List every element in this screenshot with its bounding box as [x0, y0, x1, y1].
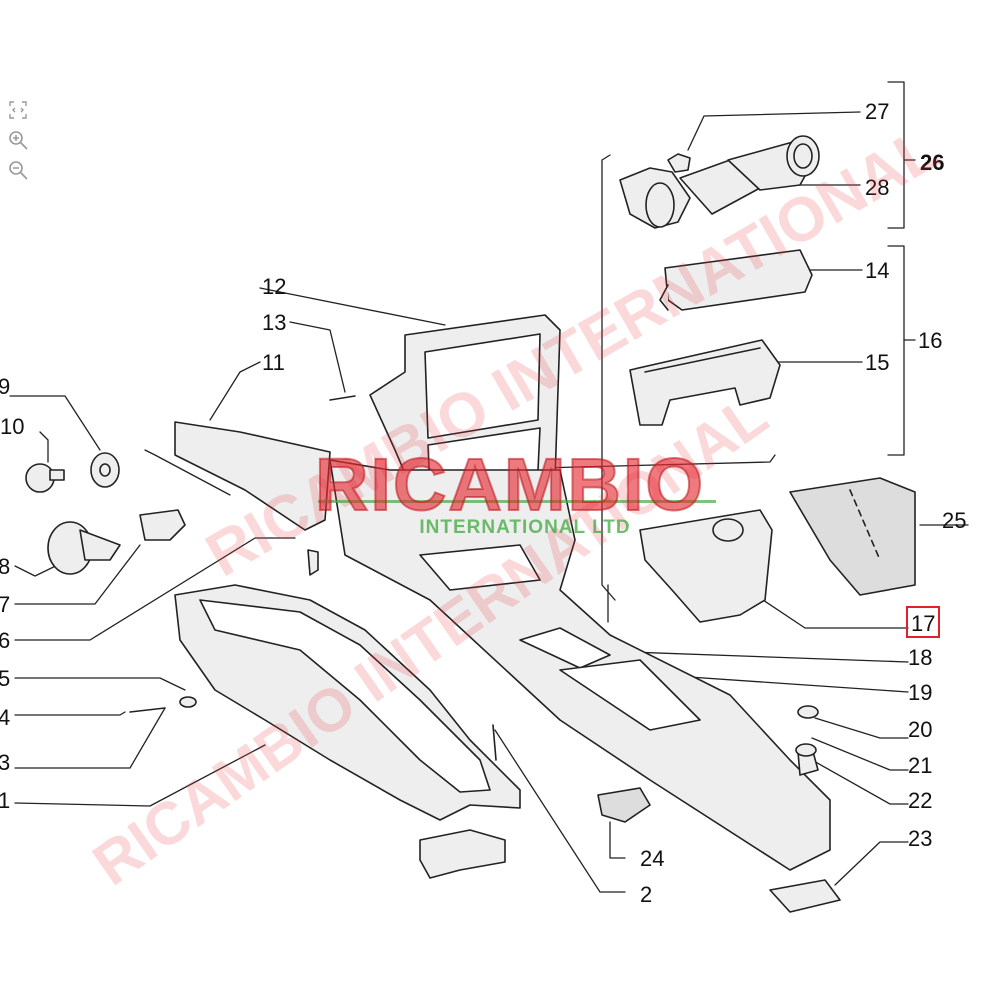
gate-cover-part	[789, 477, 916, 596]
callout-7: 7	[0, 592, 10, 617]
callout-14: 14	[865, 258, 889, 283]
gear-boot-part	[639, 509, 773, 623]
callout-labels: 27 28 26 14 15 16 12 13 11 9 10 8 7 6 5 …	[0, 99, 966, 907]
watermark-line	[318, 500, 716, 503]
callout-2: 2	[640, 882, 652, 907]
callout-8: 8	[0, 554, 10, 579]
callout-25: 25	[942, 508, 966, 533]
ashtray-lid-part	[659, 249, 813, 311]
cigar-lighter-assembly	[619, 135, 820, 229]
fit-screen-icon[interactable]	[6, 98, 30, 122]
callout-19: 19	[908, 680, 932, 705]
callout-1: 1	[0, 788, 10, 813]
callout-17: 17	[911, 611, 935, 636]
callout-23: 23	[908, 826, 932, 851]
callout-26: 26	[920, 150, 944, 175]
callout-16: 16	[918, 328, 942, 353]
bracket-part	[419, 829, 506, 879]
callout-21: 21	[908, 753, 932, 778]
watermark-brand: RICAMBIO	[314, 442, 706, 527]
callout-6: 6	[0, 628, 10, 653]
center-console-part	[329, 459, 831, 871]
callout-4: 4	[0, 705, 10, 730]
callout-10: 10	[0, 414, 24, 439]
viewer-toolbar	[6, 98, 32, 188]
leader-lines	[9, 81, 969, 893]
callout-27: 27	[865, 99, 889, 124]
callout-20: 20	[908, 717, 932, 742]
callout-13: 13	[262, 310, 286, 335]
callout-22: 22	[908, 788, 932, 813]
zoom-in-icon[interactable]	[6, 128, 30, 152]
callout-12: 12	[262, 274, 286, 299]
callout-3: 3	[0, 750, 10, 775]
callout-9: 9	[0, 374, 10, 399]
zoom-out-icon[interactable]	[6, 158, 30, 182]
highlight-box-17[interactable]	[906, 606, 940, 638]
callout-11: 11	[262, 350, 285, 375]
callout-5: 5	[0, 666, 10, 691]
watermark-subtitle: INTERNATIONAL LTD	[419, 517, 631, 538]
callout-15: 15	[865, 350, 889, 375]
side-panel-part	[174, 421, 331, 531]
callout-28: 28	[865, 175, 889, 200]
ashtray-insert-part	[629, 339, 781, 426]
bezel-frame-part	[369, 314, 561, 501]
cover-plate-part	[769, 879, 841, 913]
callout-18: 18	[908, 645, 932, 670]
lower-tray-part	[174, 584, 521, 821]
callout-24: 24	[640, 846, 664, 871]
clip-part	[597, 787, 651, 823]
small-parts	[25, 395, 819, 776]
